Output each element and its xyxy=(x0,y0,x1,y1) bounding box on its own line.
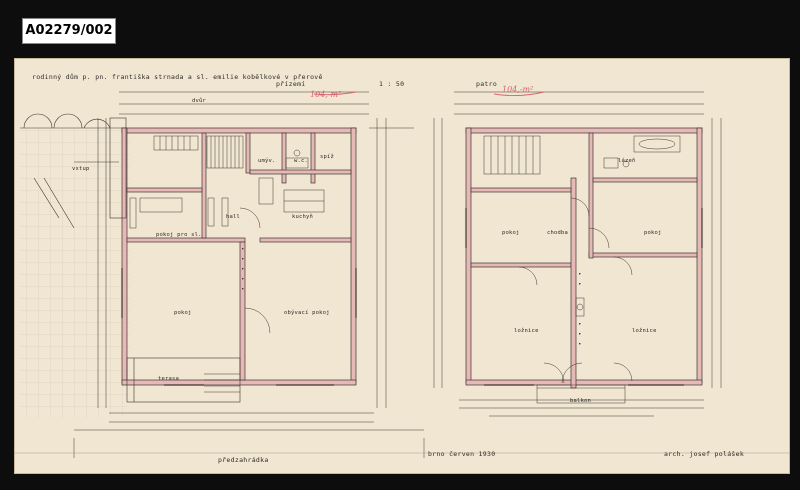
pencil-note-left: 104,-m² xyxy=(310,90,342,99)
garden-boundary xyxy=(20,113,414,229)
room-label-terrace: terasa xyxy=(158,376,180,382)
upper-floor-plan xyxy=(465,127,703,404)
room-label-kitchen: kuchyň xyxy=(292,214,314,220)
pencil-marks xyxy=(313,91,545,97)
room-label-bathroom: lázeň xyxy=(618,158,636,164)
architectural-drawing-sheet: rodinný dům p. pn. františka strnada a s… xyxy=(14,58,790,474)
upper-floor-heading: patro xyxy=(476,80,498,88)
room-label-maid-room: pokoj pro sl. xyxy=(156,232,202,238)
archive-id-label: A02279/002 xyxy=(22,18,116,44)
room-label-wc: w.c. xyxy=(294,158,309,164)
room-label-entrance: vstup xyxy=(72,166,90,172)
scale-label: 1 : 50 xyxy=(379,80,405,88)
room-label-hall: hall xyxy=(226,214,241,220)
room-label-bedroom-right: ložnice xyxy=(632,328,657,334)
ground-floor-plan xyxy=(109,117,357,403)
front-garden-label: předzahrádka xyxy=(218,456,269,464)
room-label-room-right: pokoj xyxy=(644,230,662,236)
paving-grid xyxy=(20,128,130,418)
room-label-room-left: pokoj xyxy=(502,230,520,236)
pencil-note-right: 104,-m² xyxy=(502,85,534,94)
drawing-title: rodinný dům p. pn. františka strnada a s… xyxy=(32,73,323,81)
room-label-pantry: spíž xyxy=(320,154,335,160)
room-label-yard: dvůr xyxy=(192,98,207,104)
dimension-lines xyxy=(14,91,790,458)
room-label-corridor: chodba xyxy=(547,230,569,236)
room-label-living-room: obývací pokoj xyxy=(284,310,330,316)
room-label-bath: umýv. xyxy=(258,158,276,164)
floor-plan-drawing xyxy=(14,91,790,458)
ground-floor-heading: přízemí xyxy=(276,80,306,88)
architect-label: arch. josef polášek xyxy=(664,450,745,458)
room-label-balcony: balkon xyxy=(570,398,592,404)
room-label-room: pokoj xyxy=(174,310,192,316)
place-date-label: brno červen 1930 xyxy=(428,450,496,458)
room-label-bedroom-left: ložnice xyxy=(514,328,539,334)
